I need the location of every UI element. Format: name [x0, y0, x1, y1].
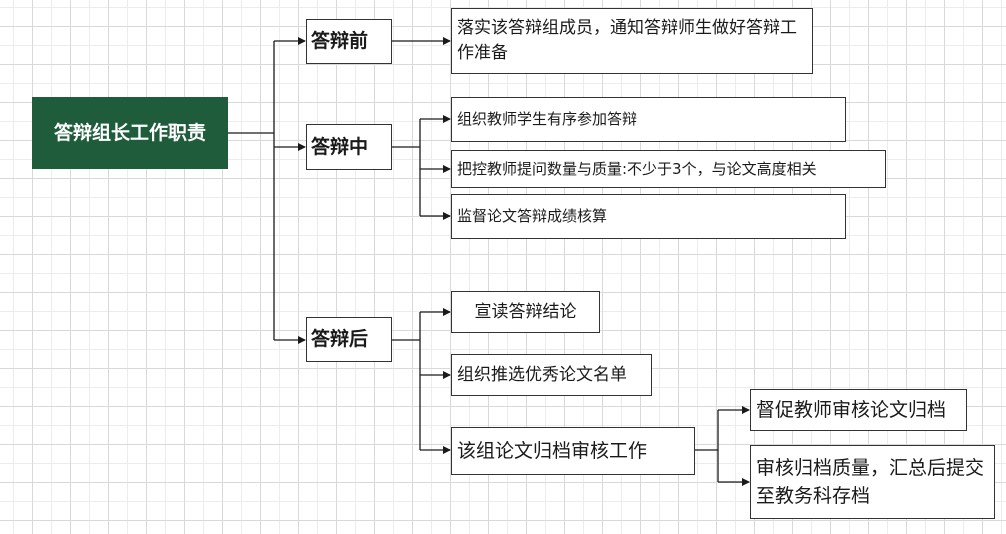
subtask-label: 审核归档质量，汇总后提交至教务科存档 — [756, 457, 985, 507]
task-label: 监督论文答辩成绩核算 — [457, 207, 608, 225]
task-node[interactable]: 落实该答辩组成员，通知答辩师生做好答辩工作准备 — [451, 8, 813, 74]
subtask-node[interactable]: 审核归档质量，汇总后提交至教务科存档 — [750, 445, 995, 519]
task-label: 该组论文归档审核工作 — [457, 439, 648, 462]
phase-before-label: 答辩前 — [311, 30, 369, 52]
task-node[interactable]: 把控教师提问数量与质量:不少于3个，与论文高度相关 — [451, 150, 886, 188]
phase-after-label: 答辩后 — [311, 328, 369, 350]
subtask-node[interactable]: 督促教师审核论文归档 — [750, 389, 967, 431]
phase-during-node[interactable]: 答辩中 — [306, 124, 392, 170]
task-label: 组织推选优秀论文名单 — [457, 364, 627, 385]
connector-after-stem — [391, 312, 421, 450]
task-label: 宣读答辩结论 — [474, 301, 577, 322]
task-node[interactable]: 组织推选优秀论文名单 — [451, 354, 652, 396]
root-node[interactable]: 答辩组长工作职责 — [32, 97, 228, 169]
task-label: 落实该答辩组成员，通知答辩师生做好答辩工作准备 — [457, 18, 797, 63]
phase-after-node[interactable]: 答辩后 — [306, 317, 392, 362]
phase-during-label: 答辩中 — [311, 135, 369, 158]
task-node[interactable]: 监督论文答辩成绩核算 — [451, 194, 846, 239]
task-node[interactable]: 该组论文归档审核工作 — [451, 427, 695, 475]
task-node[interactable]: 宣读答辩结论 — [451, 291, 600, 333]
task-label: 把控教师提问数量与质量:不少于3个，与论文高度相关 — [457, 159, 817, 178]
phase-before-node[interactable]: 答辩前 — [306, 19, 392, 64]
subtask-label: 督促教师审核论文归档 — [756, 398, 947, 421]
connector-archive-stem — [694, 410, 719, 482]
task-node[interactable]: 组织教师学生有序参加答辩 — [451, 97, 846, 142]
task-label: 组织教师学生有序参加答辩 — [457, 110, 638, 128]
connector-during-stem — [391, 119, 421, 216]
root-label: 答辩组长工作职责 — [53, 121, 206, 144]
